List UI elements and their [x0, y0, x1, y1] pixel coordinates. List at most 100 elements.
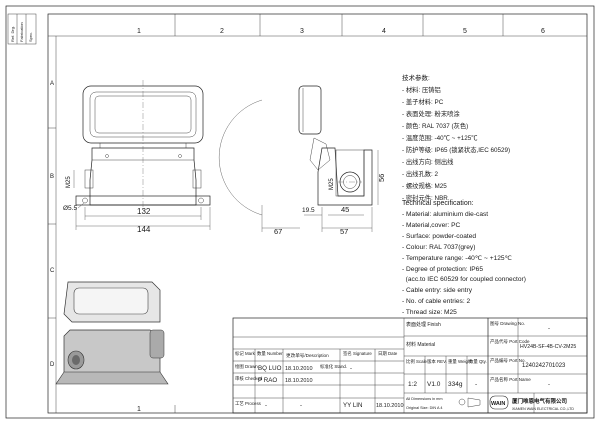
process-name: -	[265, 403, 267, 409]
logo-text: WAIN	[491, 401, 505, 407]
margin-label-fab: Fabrication	[19, 22, 24, 42]
dim-side-m25: M25	[329, 178, 335, 190]
grid-top: 1 2 3 4 5 6	[48, 14, 587, 37]
std-value: -	[350, 366, 352, 372]
drawn-name: BQ LUO	[258, 365, 282, 372]
tech-en-line: - Material,cover: PC	[402, 222, 460, 229]
company-cn: 厦门唯恩电气有限公司	[512, 397, 567, 405]
port-name-label: 产品名称 Port Name	[490, 376, 531, 383]
tech-en-title: Technical specification:	[402, 200, 474, 207]
port-no-value: 1240242701023	[522, 363, 566, 369]
dim-19-5: 19.5	[302, 207, 315, 214]
port-code-value: HV24B-SF-4B-CV-2M25	[520, 344, 576, 350]
drawn-label: 绘图 Drawn	[235, 363, 258, 370]
process-date: -	[300, 403, 302, 409]
scale-label: 比例 Scale	[406, 358, 428, 365]
dim-57: 57	[340, 227, 348, 236]
grid-top-5: 5	[463, 28, 467, 35]
dim-phi55: Ø5.5	[63, 205, 77, 212]
tech-cn-line: - 密封元件: NBR	[402, 193, 448, 202]
side-view: 67 57 45 19.5 56 M25	[218, 85, 386, 236]
tech-cn-line: - 颜色: RAL 7037 (灰色)	[402, 121, 468, 130]
tech-en-line: - Surface: powder-coated	[402, 233, 476, 240]
grid-side-c: C	[50, 268, 55, 274]
grid-top-4: 4	[382, 28, 386, 35]
isometric-illustration	[55, 281, 169, 385]
margin-label-spec: Spec.	[28, 32, 33, 42]
tech-cn-line: - 出线方向: 侧出线	[402, 157, 454, 166]
grid-top-2: 2	[220, 28, 224, 35]
tech-cn-line: - 表面处理: 粉末喷涂	[402, 109, 460, 118]
dim-front-m25: M25	[66, 176, 72, 188]
std-label: 标准化 Stand.	[320, 363, 347, 370]
dim-56: 56	[377, 174, 386, 182]
grid-top-6: 6	[541, 28, 545, 35]
qty-label: 数量 Qty.	[469, 358, 487, 365]
process-label: 工艺 Process	[235, 401, 262, 406]
tech-cn-line: - 温度范围: -40℃ ~ +125℃	[402, 133, 478, 142]
dim-note-2: Original Size: DIN A 4	[406, 406, 443, 410]
approved-name: YY LIN	[343, 402, 363, 409]
checked-name: P RAO	[258, 377, 277, 384]
col-date: 日期 Date	[378, 351, 398, 357]
grid-side-d: D	[50, 362, 55, 368]
tech-en-line: - Degree of protection: IP65	[402, 266, 483, 273]
tech-cn-line: - 防护等级: IP65 (锁紧状态,IEC 60529)	[402, 145, 510, 154]
tech-cn-line: - 螺纹规格: M25	[402, 181, 447, 190]
tech-cn-line: - 盖子材料: PC	[402, 97, 444, 106]
rev-label: 版本 REV.	[427, 358, 447, 365]
dim-67: 67	[274, 227, 282, 236]
grid-bottom-1: 1	[137, 406, 141, 413]
qty-value: -	[475, 381, 477, 388]
dim-45: 45	[341, 205, 349, 214]
company-en: XIAMEN WAIN ELECTRICAL CO.,LTD	[512, 407, 574, 411]
tech-en-line: - Material: aluminium die-cast	[402, 211, 488, 218]
grid-side-b: B	[50, 174, 54, 180]
tech-cn-line: - 材料: 压铸铝	[402, 85, 441, 94]
projection-symbol	[458, 398, 466, 406]
checked-label: 审核 Checked	[235, 375, 263, 382]
checked-date: 18.10.2010	[285, 378, 313, 384]
dim-132: 132	[137, 207, 151, 216]
port-code-label: 产品代号 Port Code	[490, 338, 530, 345]
drawn-date: 18.10.2010	[285, 366, 313, 372]
tech-spec-en: Technical specification: - Material: alu…	[402, 200, 526, 316]
front-view: 132 144 M25 Ø5.5	[63, 80, 211, 234]
weight-value: 334g	[448, 381, 463, 388]
grid-bottom: 1	[137, 405, 176, 413]
dim-note-1: All Dimensions in mm	[406, 397, 443, 401]
approved-date: 18.10.2010	[376, 403, 404, 409]
dim-144: 144	[137, 225, 151, 234]
margin-label-ref: Ref. Drg.	[10, 26, 15, 42]
col-signature: 签名 Signature	[343, 350, 372, 357]
tech-en-line: - Thread size: M25	[402, 309, 457, 316]
weight-label: 重量 Weight	[448, 358, 472, 365]
tech-en-line: - Cable entry: side entry	[402, 287, 473, 294]
tech-cn-line: - 出线孔数: 2	[402, 169, 439, 178]
tech-en-line: - Temperature range: -40℃ ~ +125℃	[402, 255, 513, 262]
drawing-no-label: 图号 Drawing No.	[490, 321, 525, 327]
material-label: 材料 Material	[406, 341, 435, 348]
finish-label: 表面处理 Finish	[406, 321, 441, 328]
tech-spec-cn: 技术参数: - 材料: 压铸铝 - 盖子材料: PC - 表面处理: 粉末喷涂 …	[402, 73, 510, 202]
company-logo	[489, 395, 509, 410]
tech-en-line: - Colour: RAL 7037(grey)	[402, 244, 475, 251]
drawing-no-value: -	[548, 326, 550, 332]
port-no-label: 产品编号 Port No.	[490, 357, 526, 364]
col-mark: 标记 Mark	[235, 350, 256, 357]
title-block: 表面处理 Finish 材料 Material 图号 Drawing No. -…	[232, 317, 588, 414]
grid-top-3: 3	[300, 28, 304, 35]
sheet-outer-border	[5, 5, 595, 419]
rev-value: V1.0	[427, 381, 441, 388]
tech-en-line: (acc.to IEC 60529 for coupled connector)	[402, 276, 526, 283]
tech-en-line: - No. of cable entries: 2	[402, 298, 471, 305]
col-description: 更改单号/Description	[286, 352, 329, 359]
scale-value: 1:2	[408, 381, 417, 388]
col-number: 数量 Number	[257, 350, 283, 357]
grid-top-1: 1	[137, 28, 141, 35]
grid-side-a: A	[50, 81, 54, 87]
grid-side: A B C D	[48, 36, 57, 413]
tech-cn-title: 技术参数:	[402, 73, 430, 82]
left-margin-boxes: Ref. Drg. Fabrication Spec.	[7, 13, 37, 45]
